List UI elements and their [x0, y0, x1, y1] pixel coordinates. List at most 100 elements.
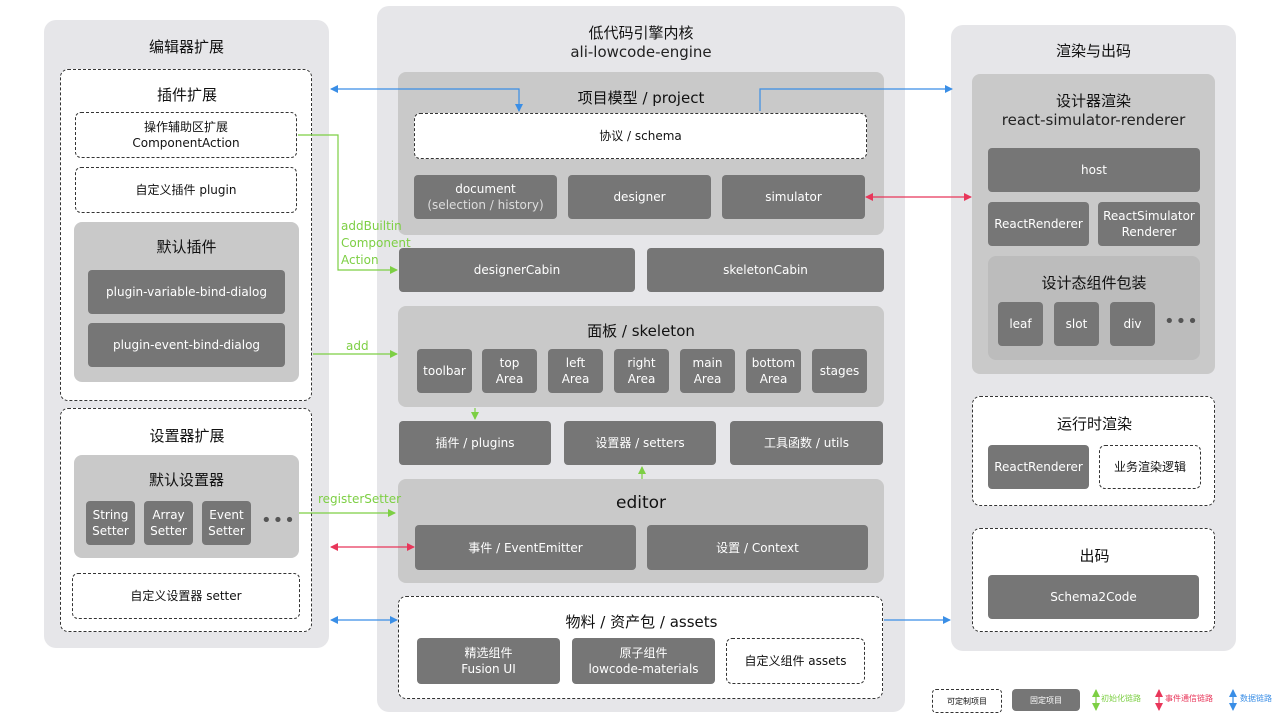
- custom-plugin-label: 自定义插件 plugin: [135, 183, 237, 197]
- skeleton-toolbar-label: toolbar: [423, 364, 466, 378]
- event-setter-label-1: Event: [209, 508, 244, 522]
- document-box[interactable]: document (selection / history): [414, 175, 557, 219]
- custom-assets-label: 自定义组件 assets: [744, 654, 847, 668]
- engine-core-title: 低代码引擎内核: [588, 24, 694, 42]
- data-link-project-to-render: [759, 85, 953, 111]
- react-simulator-renderer-box[interactable]: ReactSimulator Renderer: [1098, 202, 1200, 246]
- plugin-variable-bind-dialog-label: plugin-variable-bind-dialog: [106, 285, 267, 299]
- legend-data: 数据链路: [1240, 693, 1272, 704]
- lowcode-materials-label-cn: 原子组件: [619, 646, 668, 660]
- plugins-box[interactable]: 插件 / plugins: [399, 421, 551, 465]
- add-builtin-component-action-label: addBuiltin Component Action: [341, 218, 411, 269]
- event-setter[interactable]: Event Setter: [202, 501, 251, 545]
- add-label: add: [346, 339, 369, 353]
- component-action-box[interactable]: 操作辅助区扩展 ComponentAction: [75, 112, 297, 158]
- array-setter[interactable]: Array Setter: [144, 501, 193, 545]
- custom-plugin-box[interactable]: 自定义插件 plugin: [75, 167, 297, 213]
- skeleton-stages[interactable]: stages: [812, 349, 867, 393]
- skeleton-toolbar[interactable]: toolbar: [417, 349, 472, 393]
- host-box[interactable]: host: [988, 148, 1200, 192]
- designer-renderer-title: 设计器渲染: [1055, 92, 1131, 110]
- simulator-label: simulator: [765, 190, 822, 204]
- schema2code-box[interactable]: Schema2Code: [988, 575, 1199, 619]
- schema-box[interactable]: 协议 / schema: [414, 113, 867, 159]
- event-emitter-box[interactable]: 事件 / EventEmitter: [415, 525, 636, 570]
- component-action-label-en: ComponentAction: [132, 136, 240, 150]
- skeleton-main-area[interactable]: main Area: [680, 349, 735, 393]
- component-wrapper-title: 设计态组件包装: [1041, 274, 1147, 292]
- skeleton-top-area[interactable]: top Area: [482, 349, 537, 393]
- string-setter-label-2: Setter: [92, 524, 129, 538]
- utils-box[interactable]: 工具函数 / utils: [730, 421, 883, 465]
- simulator-box[interactable]: simulator: [722, 175, 865, 219]
- utils-label: 工具函数 / utils: [764, 436, 849, 450]
- div-box[interactable]: div: [1110, 302, 1155, 346]
- array-setter-label-2: Setter: [150, 524, 187, 538]
- schema-label: 协议 / schema: [599, 129, 682, 143]
- setter-extension-title: 设置器扩展: [149, 427, 225, 445]
- designer-cabin-box[interactable]: designerCabin: [399, 248, 635, 292]
- skeleton-bottom-area-label-2: Area: [759, 372, 788, 386]
- leaf-label: leaf: [1009, 317, 1032, 331]
- string-setter[interactable]: String Setter: [86, 501, 135, 545]
- setters-label: 设置器 / setters: [595, 436, 685, 450]
- skeleton-right-area[interactable]: right Area: [614, 349, 669, 393]
- fusion-ui-box[interactable]: 精选组件 Fusion UI: [417, 638, 560, 684]
- react-simulator-renderer-label-2: Renderer: [1121, 225, 1177, 239]
- designer-label: designer: [613, 190, 666, 204]
- skeleton-main-area-label-1: main: [692, 356, 723, 370]
- skeleton-top-area-label-2: Area: [495, 372, 524, 386]
- slot-label: slot: [1065, 317, 1088, 331]
- skeleton-left-area-label-2: Area: [561, 372, 590, 386]
- custom-setter-box[interactable]: 自定义设置器 setter: [72, 573, 300, 619]
- data-link-editor-to-schema: [330, 85, 523, 112]
- add-builtin-line-1: addBuiltin: [341, 219, 402, 233]
- editor-title: editor: [615, 493, 667, 513]
- add-builtin-line-2: Component: [341, 236, 411, 250]
- skeleton-title: 面板 / skeleton: [587, 322, 695, 340]
- render-codegen-title: 渲染与出码: [1055, 42, 1131, 60]
- context-box[interactable]: 设置 / Context: [647, 525, 868, 570]
- lowcode-materials-label-en: lowcode-materials: [588, 662, 699, 676]
- skeleton-bottom-area-label-1: bottom: [751, 356, 796, 370]
- skeleton-main-area-label-2: Area: [693, 372, 722, 386]
- more-wrappers-dots: •••: [1164, 311, 1199, 332]
- project-model-title: 项目模型 / project: [577, 89, 705, 107]
- lowcode-materials-box[interactable]: 原子组件 lowcode-materials: [572, 638, 715, 684]
- designer-box[interactable]: designer: [568, 175, 711, 219]
- legend-customizable: 可定制项目: [932, 689, 1002, 713]
- react-renderer-box[interactable]: ReactRenderer: [988, 202, 1089, 246]
- slot-box[interactable]: slot: [1054, 302, 1099, 346]
- designer-renderer-subtitle: react-simulator-renderer: [1001, 111, 1186, 129]
- plugin-variable-bind-dialog[interactable]: plugin-variable-bind-dialog: [88, 270, 285, 314]
- context-label: 设置 / Context: [716, 540, 799, 555]
- document-sublabel: (selection / history): [427, 198, 544, 212]
- init-link-component-action: [298, 134, 398, 274]
- skeleton-right-area-label-1: right: [627, 356, 656, 370]
- fusion-ui-label-cn: 精选组件: [464, 646, 513, 660]
- plugin-event-bind-dialog[interactable]: plugin-event-bind-dialog: [88, 323, 285, 367]
- skeleton-bottom-area[interactable]: bottom Area: [746, 349, 801, 393]
- designer-cabin-label: designerCabin: [473, 263, 561, 277]
- legend-data-label: 数据链路: [1240, 694, 1272, 703]
- skeleton-left-area[interactable]: left Area: [548, 349, 603, 393]
- add-builtin-line-3: Action: [341, 253, 379, 267]
- document-label: document: [455, 182, 516, 196]
- custom-assets-box[interactable]: 自定义组件 assets: [726, 638, 865, 684]
- leaf-box[interactable]: leaf: [998, 302, 1043, 346]
- runtime-react-renderer-box[interactable]: ReactRenderer: [988, 445, 1089, 489]
- legend-init-label: 初始化链路: [1101, 694, 1141, 703]
- legend-init: 初始化链路: [1101, 693, 1141, 704]
- plugin-extension-title: 插件扩展: [156, 86, 217, 104]
- skeleton-cabin-box[interactable]: skeletonCabin: [647, 248, 884, 292]
- legend-fixed: 固定项目: [1012, 689, 1080, 711]
- legend-event: 事件通信链路: [1165, 693, 1213, 704]
- more-setters-dots: •••: [261, 510, 296, 531]
- event-emitter-label: 事件 / EventEmitter: [468, 540, 583, 555]
- setters-box[interactable]: 设置器 / setters: [564, 421, 716, 465]
- default-plugins-title: 默认插件: [156, 238, 217, 256]
- business-render-logic-box[interactable]: 业务渲染逻辑: [1099, 445, 1201, 489]
- div-label: div: [1123, 317, 1142, 331]
- skeleton-stages-label: stages: [819, 364, 860, 378]
